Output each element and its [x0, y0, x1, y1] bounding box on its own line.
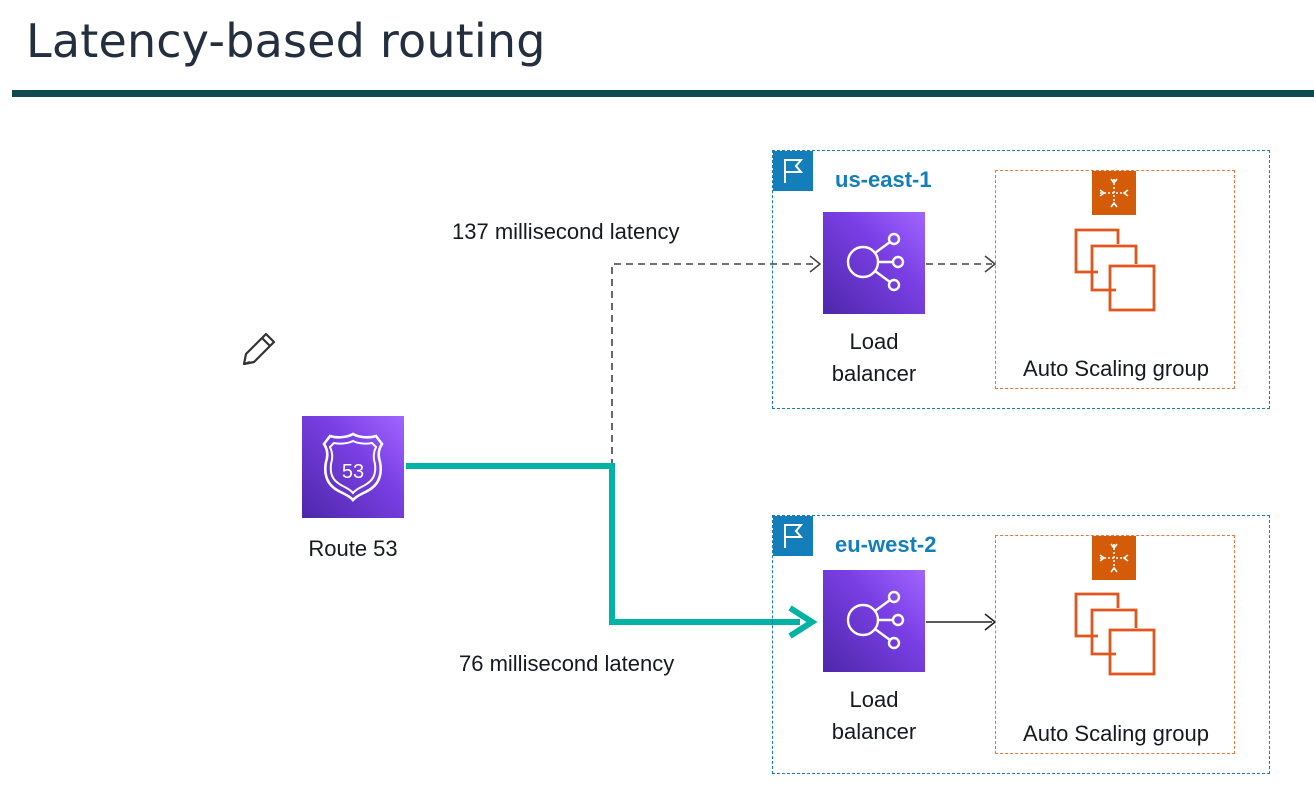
region-eu-west-2: eu-west-2	[772, 515, 1270, 774]
route-us-east-1-line	[611, 263, 818, 466]
auto-scaling-icon	[1092, 536, 1136, 580]
auto-scaling-group-us-east-1: Auto Scaling group	[995, 170, 1235, 389]
load-balancer-label-eu-west-2: Load balancer	[809, 684, 939, 748]
title-divider	[12, 90, 1314, 97]
region-name: us-east-1	[835, 167, 932, 192]
load-balancer-label-line1: Load	[849, 329, 899, 354]
route-53-label: Route 53	[308, 536, 398, 561]
route-eu-west-2-arrowhead	[788, 605, 818, 639]
route-eu-west-2-line	[406, 463, 800, 625]
ec2-instances-icon	[1074, 592, 1156, 676]
route-53-icon[interactable]: 53	[302, 416, 404, 518]
load-balancer-icon[interactable]	[823, 570, 925, 672]
auto-scaling-icon	[1092, 171, 1136, 215]
latency-label-eu-west-2: 76 millisecond latency	[459, 651, 675, 676]
load-balancer-label-line1: Load	[849, 687, 899, 712]
pencil-icon[interactable]	[236, 326, 280, 370]
elb-glyph-icon	[846, 590, 905, 650]
shield-icon: 53	[322, 432, 384, 503]
load-balancer-label-line2: balancer	[831, 361, 917, 386]
ec2-instances-icon	[1074, 228, 1156, 312]
page-title: Latency-based routing	[26, 14, 546, 68]
shield-number: 53	[342, 461, 364, 483]
elb-glyph-icon	[846, 232, 905, 292]
asg-label: Auto Scaling group	[1023, 356, 1209, 381]
route-us-east-1-arrowhead	[809, 255, 822, 273]
latency-label-us-east-1: 137 millisecond latency	[452, 219, 680, 244]
region-flag-icon	[773, 516, 813, 556]
load-balancer-icon[interactable]	[823, 212, 925, 314]
load-balancer-label-us-east-1: Load balancer	[809, 326, 939, 390]
auto-scaling-group-eu-west-2: Auto Scaling group	[995, 535, 1235, 754]
region-name: eu-west-2	[835, 532, 937, 557]
load-balancer-label-line2: balancer	[831, 719, 917, 744]
asg-label: Auto Scaling group	[1023, 721, 1209, 746]
region-us-east-1: us-east-1	[772, 150, 1270, 409]
region-flag-icon	[773, 151, 813, 191]
